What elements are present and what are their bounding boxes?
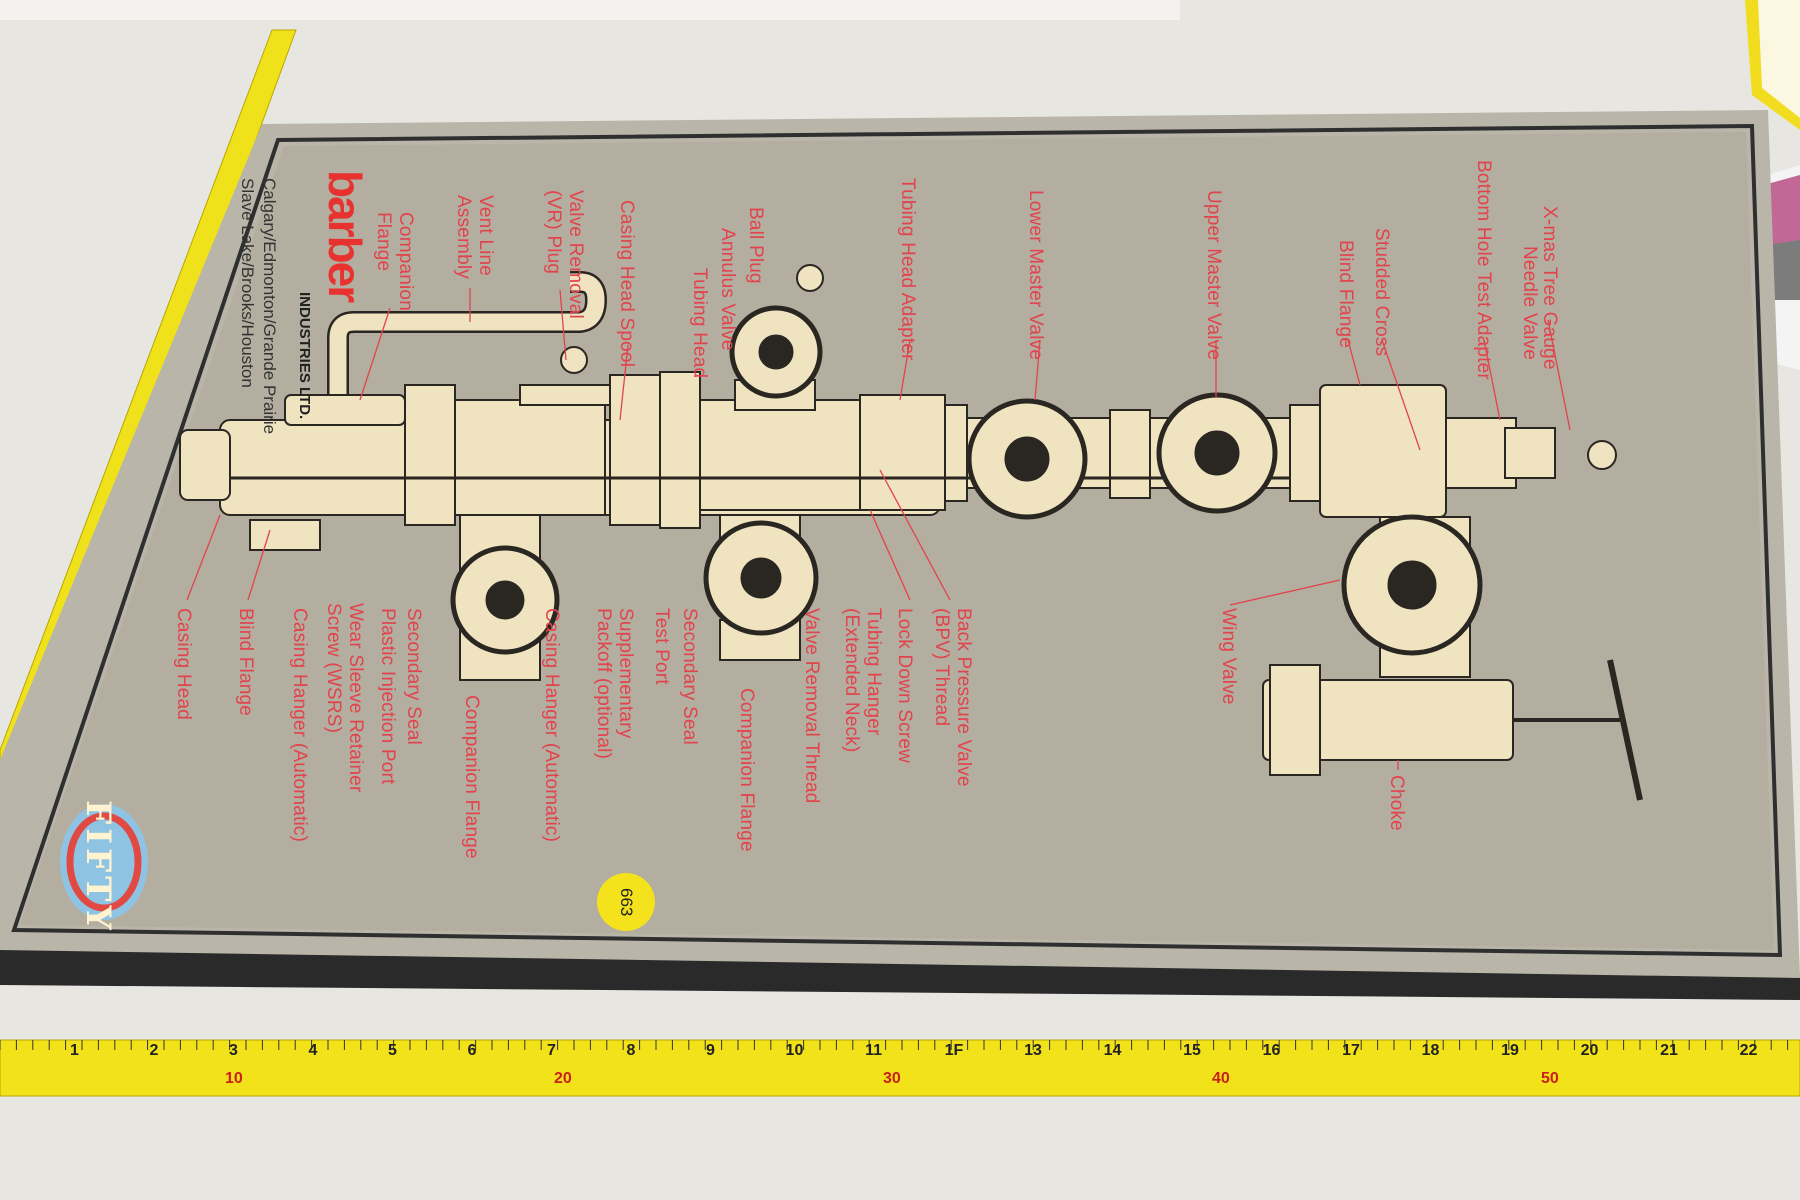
label-companion-flange-bottom-1: Companion Flange xyxy=(461,695,482,859)
label-ball-plug: Ball Plug xyxy=(745,207,766,284)
tape-inch-number: 18 xyxy=(1421,1042,1440,1059)
tape-inch-number: 19 xyxy=(1501,1042,1519,1059)
tape-inch-number: 3 xyxy=(229,1042,238,1059)
label-plastic-injection-port: Plastic Injection Port xyxy=(377,608,398,785)
label-blind-flange-bottom: Blind Flange xyxy=(235,608,256,717)
label-lock-down-screw: Lock Down Screw xyxy=(894,608,915,764)
tape-inch-number: 15 xyxy=(1183,1042,1201,1059)
label-bottom-hole-test-adapter: Bottom Hole Test Adapter xyxy=(1473,160,1494,380)
label-casing-hanger-1: Casing Hanger (Automatic) xyxy=(289,608,310,843)
label-casing-head-spool: Casing Head Spool xyxy=(616,200,637,368)
tape-cm-number: 20 xyxy=(554,1070,572,1087)
label-needle-valve: Needle Valve xyxy=(1519,246,1540,361)
label-wear-sleeve-retainer-screw: Wear Sleeve Retainer Screw (WSRS) xyxy=(323,603,366,793)
fifty-badge xyxy=(60,804,148,920)
tape-cm-number: 50 xyxy=(1541,1070,1559,1087)
label-tubing-head-adapter: Tubing Head Adapter xyxy=(897,178,918,361)
lot-number-sticker: 663 xyxy=(597,873,655,931)
tape-cm-number: 30 xyxy=(883,1070,901,1087)
label-test-port: Test Port xyxy=(651,608,672,685)
tape-inch-number: 13 xyxy=(1024,1042,1042,1059)
brand-suffix: INDUSTRIES LTD. xyxy=(296,292,313,420)
label-companion-flange-bottom-2: Companion Flange xyxy=(736,688,757,852)
tape-inch-number: 11 xyxy=(865,1042,882,1059)
tape-inch-number: 2 xyxy=(149,1042,159,1059)
label-casing-head: Casing Head xyxy=(173,608,194,721)
lot-number: 663 xyxy=(617,887,636,917)
label-tubing-hanger: Tubing Hanger (Extended Neck) xyxy=(841,608,884,753)
label-xmas-tree-gauge: X-mas Tree Gauge xyxy=(1539,206,1560,370)
label-vent-line-assembly: Vent Line Assembly xyxy=(453,195,496,279)
label-back-pressure-valve-thread: Back Pressure Valve (BPV) Thread xyxy=(931,608,974,787)
label-tubing-head: Tubing Head xyxy=(689,268,710,379)
label-annulus-valve: Annulus Valve xyxy=(717,228,738,351)
label-studded-cross: Studded Cross xyxy=(1371,228,1392,357)
label-supplementary-packoff: Supplementary Packoff (optional) xyxy=(593,608,636,760)
brand-locations: Calgary/Edmonton/Grande Prairie Slave La… xyxy=(238,178,279,435)
label-choke: Choke xyxy=(1386,775,1407,831)
studded-cross-shape xyxy=(1319,384,1447,518)
tape-cm-number: 40 xyxy=(1212,1070,1230,1087)
label-valve-removal-plug: Valve Removal (VR) Plug xyxy=(543,190,586,319)
tape-inch-number: 5 xyxy=(388,1042,397,1059)
tape-inch-number: 21 xyxy=(1660,1042,1678,1059)
bottom-measuring-tape xyxy=(0,1039,1800,1097)
label-lower-master-valve: Lower Master Valve xyxy=(1025,190,1046,361)
tape-inch-number: 14 xyxy=(1103,1042,1122,1059)
tape-inch-number: 1 xyxy=(70,1042,79,1059)
handwheels xyxy=(450,305,1483,656)
tape-inch-number: 9 xyxy=(706,1042,715,1059)
wellhead-diagram xyxy=(179,264,1643,801)
label-upper-master-valve: Upper Master Valve xyxy=(1203,190,1224,361)
label-secondary-seal-1: Secondary Seal xyxy=(403,608,424,745)
white-box-edge xyxy=(0,0,1180,20)
tape-inch-number: 7 xyxy=(547,1042,556,1059)
label-wing-valve: Wing Valve xyxy=(1218,608,1239,705)
tubing-head-adapter-shape xyxy=(859,394,946,511)
label-casing-hanger-2: Casing Hanger (Automatic) xyxy=(541,608,562,843)
tape-inch-number: 17 xyxy=(1342,1042,1360,1059)
tape-inch-number: 1F xyxy=(944,1042,964,1059)
label-blind-flange-top: Blind Flange xyxy=(1335,240,1356,349)
tape-inch-number: 16 xyxy=(1262,1042,1281,1059)
bottom-tape-numbers: 12345678910111F1314151617181920212223102… xyxy=(0,1040,1800,1096)
poster-frame-edge xyxy=(0,945,1800,1000)
label-companion-flange-top: Companion Flange xyxy=(373,212,416,311)
poster-border xyxy=(11,123,1783,958)
tape-inch-number: 4 xyxy=(308,1042,318,1059)
tape-inch-number: 20 xyxy=(1580,1042,1599,1059)
tape-inch-number: 8 xyxy=(626,1042,636,1059)
label-valve-removal-thread: Valve Removal Thread xyxy=(801,608,822,804)
tape-inch-number: 6 xyxy=(467,1042,477,1059)
barber-logo: barber xyxy=(319,170,371,302)
fifty-badge-text: FIFTY xyxy=(78,800,118,934)
tape-inch-number: 22 xyxy=(1739,1042,1758,1059)
leader-lines xyxy=(186,288,1571,770)
tape-inch-number: 10 xyxy=(785,1042,804,1059)
tape-cm-number: 10 xyxy=(225,1070,243,1087)
label-secondary-seal-2: Secondary Seal xyxy=(679,608,700,745)
